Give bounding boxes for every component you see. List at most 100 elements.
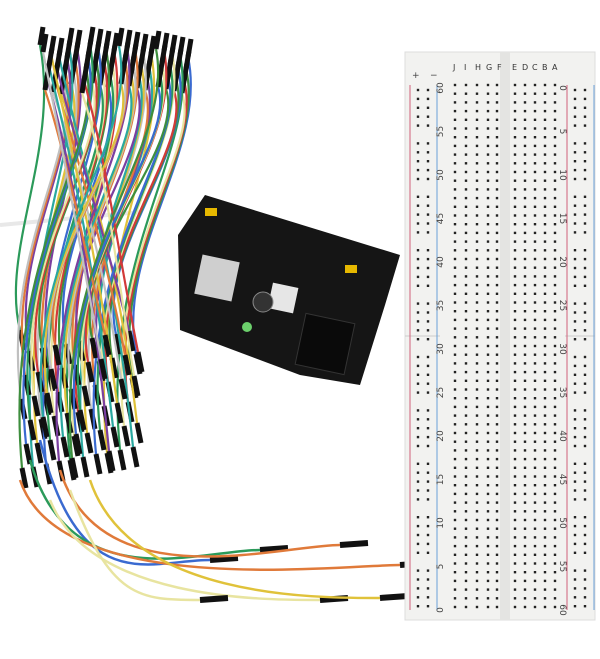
wire-pin (113, 333, 123, 355)
wire-pin (60, 436, 70, 458)
jumper-wire (22, 56, 92, 445)
wire-pin (134, 422, 144, 444)
wire-pin (40, 33, 49, 53)
wire-pin (69, 457, 79, 479)
wire-pin (131, 375, 141, 397)
jumper-wire (39, 45, 123, 418)
row-number-right: 20 (557, 256, 567, 268)
column-letter: B (542, 63, 548, 72)
wire-pin (47, 439, 57, 461)
column-letter: A (552, 63, 558, 72)
jumper-wire (41, 51, 103, 360)
wire-pin (80, 456, 90, 478)
jumper-wire (80, 92, 136, 377)
row-number-right: 40 (557, 430, 567, 442)
wire-pin (40, 416, 50, 438)
row-number-right: 15 (557, 213, 567, 224)
wire-pin (81, 385, 91, 407)
row-number-left: 40 (436, 256, 446, 268)
row-number-right: 10 (557, 169, 567, 181)
wire-pin (52, 344, 62, 366)
wire-pin (121, 425, 131, 447)
wire-pin (116, 27, 125, 47)
jumper-wire (18, 68, 90, 469)
wire-pin (110, 426, 120, 448)
usb-port (194, 254, 240, 302)
row-number-left: 35 (436, 300, 446, 311)
wire-pin (77, 409, 87, 431)
jumper-wire (48, 499, 321, 602)
row-number-right: 5 (557, 129, 567, 135)
jumper-wire (38, 439, 211, 566)
wire-pin (259, 545, 289, 553)
jumper-wire (68, 489, 201, 602)
jumper-wire (55, 47, 131, 462)
jumper-wire (34, 70, 98, 373)
jumper-wire (38, 58, 100, 349)
wire-pin (153, 30, 162, 50)
jumper-wire (30, 82, 96, 397)
wire-pin (85, 361, 95, 383)
column-letter: I (464, 63, 466, 72)
jumper-wire (71, 49, 139, 366)
jumper-left (205, 208, 217, 216)
row-number-left: 25 (436, 387, 446, 398)
wire-pin (122, 354, 132, 376)
jumper-wire (63, 73, 135, 414)
row-number-right: 25 (557, 300, 567, 311)
wire-pin (98, 358, 108, 380)
wire-pin (19, 467, 29, 489)
wire-pin (339, 540, 369, 548)
wire-pin (135, 351, 145, 373)
wire-pin (126, 330, 136, 352)
wire-pin (209, 555, 239, 563)
jumper-wire (67, 61, 137, 390)
wire-pin (102, 334, 112, 356)
jumper-wire (24, 57, 72, 352)
jumper-wire (79, 75, 143, 458)
wire-pin (34, 442, 44, 464)
jumper-wire (47, 65, 115, 428)
dc-jack (294, 312, 356, 376)
wire-pin (73, 433, 83, 455)
jumper-wires-bundle (0, 26, 429, 603)
row-number-left: 15 (436, 474, 446, 485)
column-letter: H (475, 63, 481, 72)
jumper-wire (92, 76, 172, 455)
row-number-left: 50 (436, 169, 446, 181)
row-number-left: 10 (436, 517, 446, 529)
jumper-wire (28, 45, 74, 468)
wire-pin (84, 432, 94, 454)
row-number-right: 60 (557, 604, 567, 616)
led-indicator (242, 322, 252, 332)
column-letter: G (486, 63, 492, 72)
wire-pin (93, 453, 103, 475)
jumper-wire (68, 48, 160, 459)
row-number-left: 0 (436, 607, 446, 613)
wire-pin (118, 378, 128, 400)
wire-pin (89, 337, 99, 359)
column-letter: E (512, 63, 517, 72)
rail-plus-label: + (412, 71, 420, 81)
row-number-right: 30 (557, 343, 567, 355)
wire-pin (48, 368, 58, 390)
jumper-wire (18, 479, 401, 571)
wire-pin (379, 593, 409, 601)
jumper-wire (43, 89, 107, 336)
row-number-left: 20 (436, 430, 446, 442)
row-number-left: 5 (436, 564, 446, 570)
wire-pin (79, 74, 88, 94)
wire-pin (106, 450, 116, 472)
row-number-left: 60 (436, 82, 446, 94)
jumper-wire (82, 80, 140, 353)
row-number-left: 55 (436, 126, 446, 137)
capacitor (252, 291, 274, 313)
wire-pin (27, 419, 37, 441)
jumper-wire (55, 67, 131, 332)
wire-pin (114, 402, 124, 424)
breadboard-holes (416, 83, 587, 609)
wire-pin (37, 26, 46, 46)
row-number-right: 0 (557, 85, 567, 91)
